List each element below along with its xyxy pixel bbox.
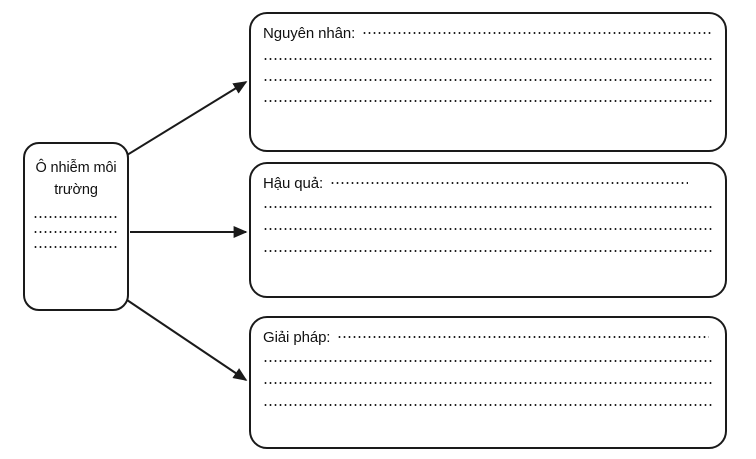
branch-label-row: Hậu quả: [263, 175, 713, 192]
branch-label-row: Nguyên nhân: [263, 25, 713, 42]
fill-in-line[interactable] [263, 100, 713, 102]
branch-fill-in-lines [263, 206, 713, 252]
fill-in-line[interactable] [263, 250, 713, 252]
branch-fill-in-lines [263, 360, 713, 406]
fill-in-line[interactable] [263, 79, 713, 81]
center-fill-in-lines [32, 215, 120, 248]
fill-in-line[interactable] [263, 404, 713, 406]
branch-label-row: Giải pháp: [263, 329, 713, 346]
fill-in-line[interactable] [263, 206, 713, 208]
fill-in-line[interactable] [263, 58, 713, 60]
branch-box-giai-phap: Giải pháp: [249, 316, 727, 449]
fill-in-line[interactable] [337, 336, 710, 338]
branch-label-nguyen-nhan: Nguyên nhân: [263, 25, 356, 42]
fill-in-line[interactable] [263, 228, 713, 230]
center-topic-title-line-2: trường [54, 182, 98, 199]
branch-label-hau-qua: Hậu quả: [263, 175, 324, 192]
fill-in-line[interactable] [263, 360, 713, 362]
fill-in-line[interactable] [33, 230, 119, 233]
branch-box-nguyen-nhan: Nguyên nhân: [249, 12, 727, 152]
center-topic-title-line-1: Ô nhiễm môi [35, 160, 117, 176]
fill-in-line[interactable] [263, 382, 713, 384]
arrow-to-nguyen-nhan [126, 81, 248, 156]
fill-in-line[interactable] [33, 245, 119, 248]
fill-in-line[interactable] [330, 182, 689, 184]
branch-box-hau-qua: Hậu quả: [249, 162, 727, 298]
fill-in-line[interactable] [362, 32, 713, 34]
center-topic-title: Ô nhiễm môi trường [32, 157, 120, 202]
fill-in-line[interactable] [33, 215, 119, 218]
branch-fill-in-lines [263, 58, 713, 102]
arrow-to-giai-phap [126, 299, 248, 381]
branch-label-giai-phap: Giải pháp: [263, 329, 331, 346]
center-topic-box: Ô nhiễm môi trường [23, 142, 129, 311]
